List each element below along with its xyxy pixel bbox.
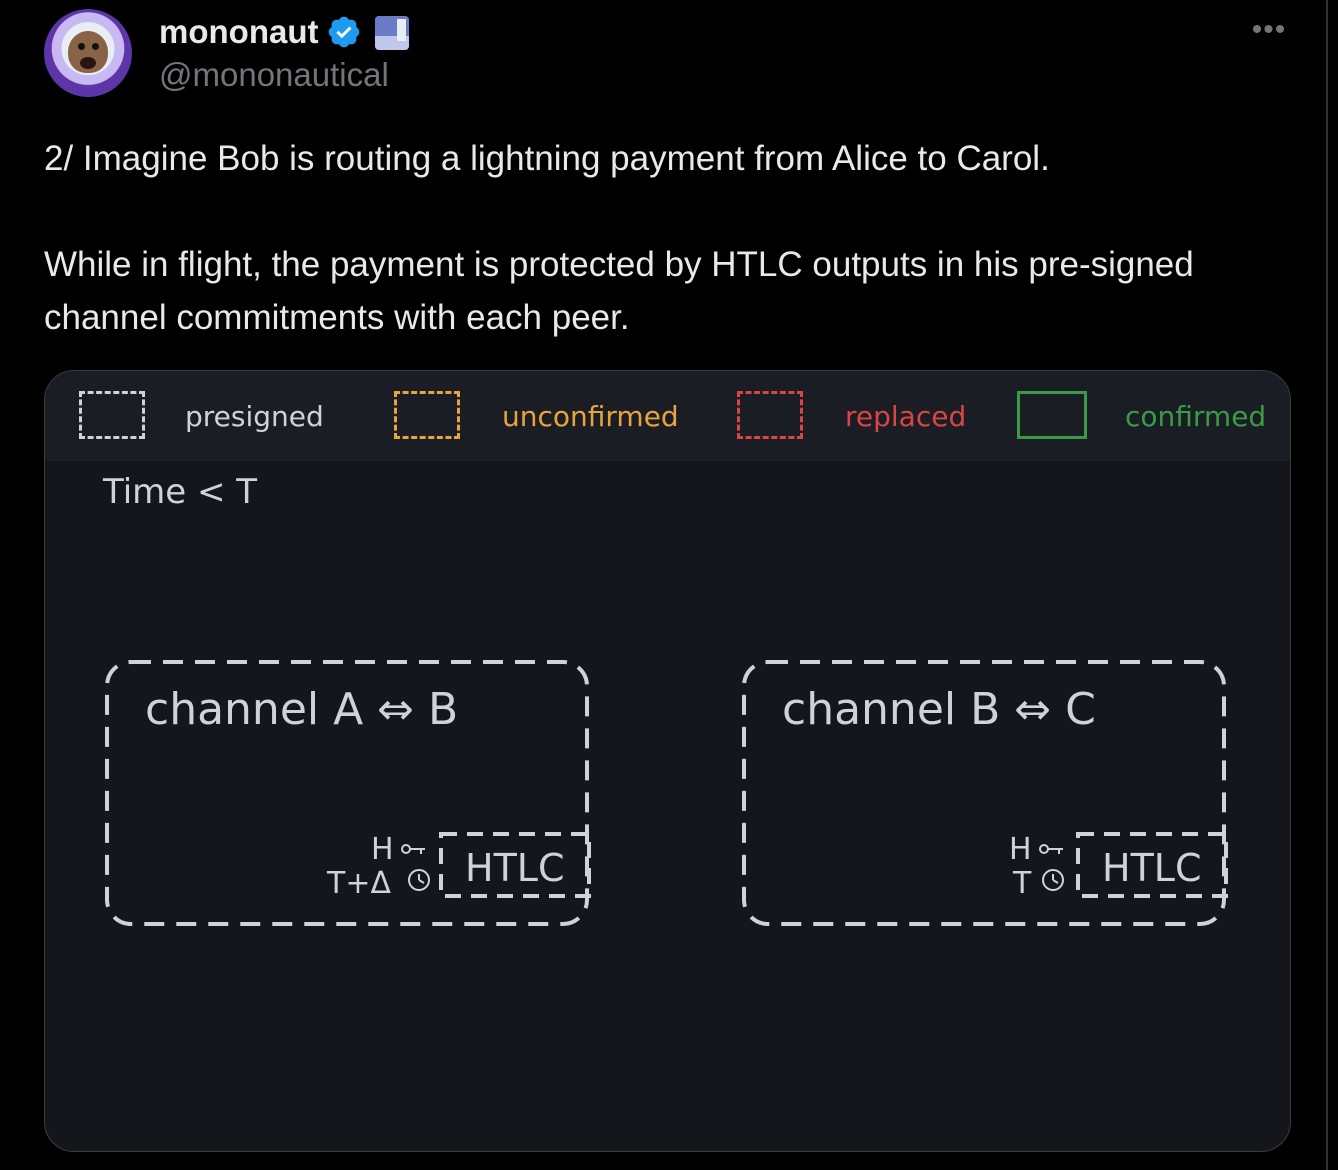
avatar-eye-right <box>92 43 99 50</box>
channel-a-b-title: channel A ⇔ B <box>145 684 458 735</box>
channel-b-c-htlc-label: HTLC <box>1102 846 1202 890</box>
legend-label-presigned: presigned <box>185 400 324 433</box>
tweet-text: 2/ Imagine Bob is routing a lightning pa… <box>44 132 1294 344</box>
legend-swatch-unconfirmed <box>394 391 460 439</box>
affiliation-badge-icon[interactable] <box>375 16 409 50</box>
legend-label-unconfirmed: unconfirmed <box>502 400 679 433</box>
key-icon <box>401 844 425 854</box>
channel-diagram: channel A ⇔ B H T+Δ HTLC channel B ⇔ C H <box>105 660 1228 926</box>
legend-label-replaced: replaced <box>845 400 967 433</box>
verified-badge-icon <box>328 16 360 48</box>
legend: presigned unconfirmed replaced confirmed <box>45 371 1290 461</box>
avatar-mouth <box>80 57 96 69</box>
channel-b-c-time-label: T <box>1012 866 1032 901</box>
channel-b-c-hash-label: H <box>1009 832 1032 867</box>
channel-b-c-title: channel B ⇔ C <box>782 684 1096 735</box>
tweet-paragraph-1: 2/ Imagine Bob is routing a lightning pa… <box>44 139 1050 178</box>
legend-swatch-presigned <box>79 391 145 439</box>
clock-icon <box>408 869 430 891</box>
channel-b-c: channel B ⇔ C H T HTLC <box>742 660 1228 926</box>
channel-a-b-hash-label: H <box>371 832 394 867</box>
tweet-media-image[interactable]: presigned unconfirmed replaced confirmed… <box>44 370 1291 1152</box>
legend-label-confirmed: confirmed <box>1125 400 1267 433</box>
channel-a-b-htlc-label: HTLC <box>465 846 565 890</box>
author-name[interactable]: mononaut <box>159 13 319 50</box>
legend-swatch-replaced <box>737 391 803 439</box>
clock-icon <box>1042 869 1064 891</box>
channel-a-b-box <box>105 660 589 926</box>
channel-b-c-box <box>742 660 1226 926</box>
channel-a-b: channel A ⇔ B H T+Δ HTLC <box>105 660 591 926</box>
avatar-eye-left <box>78 43 85 50</box>
more-options-icon[interactable]: ••• <box>1251 13 1287 46</box>
author-handle[interactable]: @mononautical <box>159 56 389 93</box>
key-icon <box>1039 844 1063 854</box>
channel-a-b-time-label: T+Δ <box>326 866 391 901</box>
time-label: Time < T <box>103 472 258 512</box>
tweet-paragraph-2: While in flight, the payment is protecte… <box>44 245 1194 337</box>
legend-swatch-confirmed <box>1017 391 1087 439</box>
avatar[interactable] <box>44 9 132 97</box>
